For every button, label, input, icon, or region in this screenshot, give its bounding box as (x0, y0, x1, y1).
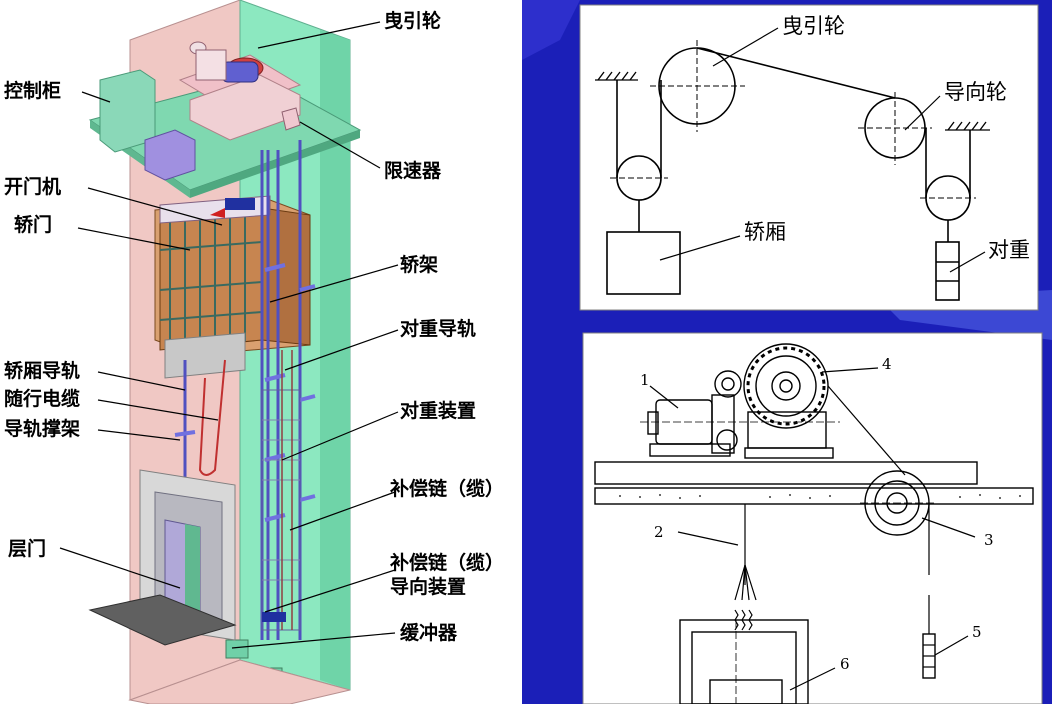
label-car-door: 轿门 (14, 214, 53, 236)
callout-number-4: 4 (882, 355, 892, 373)
label-traction-sheave: 曳引轮 (384, 10, 442, 32)
label-compensation-guide-line1: 补偿链（缆） (390, 552, 505, 574)
label-schematic-counterweight: 对重 (988, 238, 1030, 262)
label-control-cabinet: 控制柜 (4, 80, 62, 102)
leader-lines-left (59, 21, 399, 649)
callout-number-3: 3 (984, 531, 994, 549)
label-compensation-chain: 补偿链（缆） (390, 478, 505, 500)
label-door-operator: 开门机 (4, 176, 62, 198)
traction-machine-drawing (582, 332, 1043, 704)
label-speed-governor: 限速器 (384, 160, 442, 182)
callout-number-1: 1 (640, 371, 650, 389)
roping-schematic (579, 4, 1039, 311)
label-schematic-traction-sheave: 曳引轮 (782, 14, 845, 38)
label-schematic-deflector-sheave: 导向轮 (944, 80, 1007, 104)
label-compensation-guide-line2: 导向装置 (390, 576, 467, 598)
elevator-3d-diagram (88, 0, 362, 704)
callout-number-2: 2 (654, 523, 664, 541)
label-counterweight-rail: 对重导轨 (400, 318, 477, 340)
label-buffer: 缓冲器 (400, 622, 458, 644)
label-counterweight-device: 对重装置 (400, 400, 477, 422)
label-rail-bracket: 导轨撑架 (4, 418, 81, 440)
callout-number-5: 5 (972, 623, 982, 641)
label-car-rail: 轿厢导轨 (4, 360, 81, 382)
label-schematic-car: 轿厢 (744, 220, 786, 244)
callout-number-6: 6 (840, 655, 850, 673)
label-car-frame: 轿架 (400, 254, 439, 276)
label-landing-door: 层门 (8, 538, 47, 560)
label-traveling-cable: 随行电缆 (4, 388, 81, 410)
